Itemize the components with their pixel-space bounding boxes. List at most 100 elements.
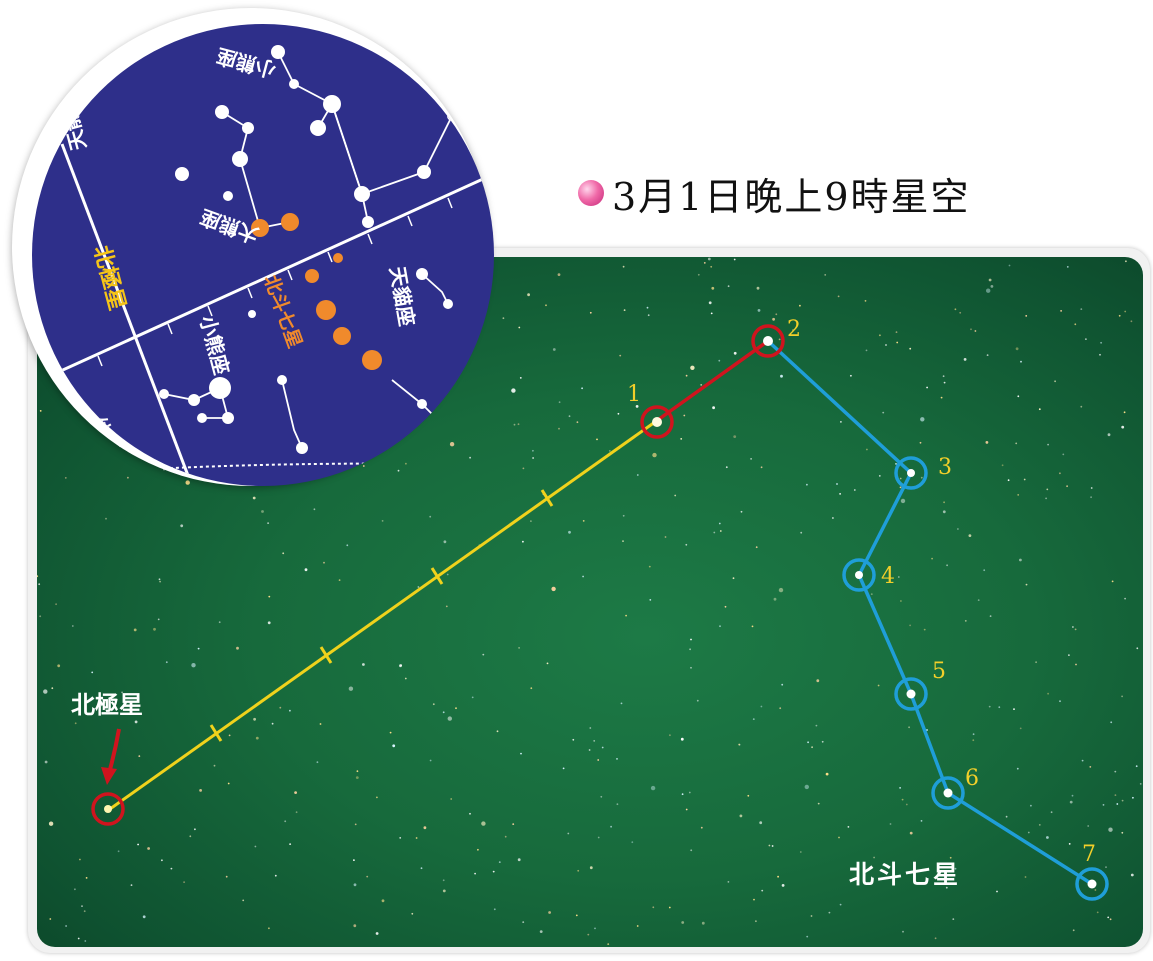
background-star	[284, 820, 287, 823]
background-star	[777, 875, 779, 878]
background-star	[48, 821, 54, 826]
background-star	[761, 889, 764, 892]
background-star	[1072, 929, 1075, 932]
background-star	[1099, 353, 1101, 356]
background-star	[194, 828, 196, 831]
background-star	[1008, 264, 1011, 267]
star	[289, 79, 299, 89]
tick	[97, 355, 103, 367]
background-star	[423, 826, 427, 830]
background-star	[773, 597, 777, 601]
background-star	[1121, 695, 1123, 698]
background-star	[943, 381, 946, 384]
background-star	[518, 647, 520, 649]
star	[362, 216, 374, 228]
background-star	[1050, 811, 1053, 814]
background-star	[539, 930, 543, 933]
tick-mark	[540, 489, 554, 507]
background-star	[920, 417, 925, 422]
background-star	[815, 724, 818, 727]
background-star	[799, 304, 801, 307]
background-star	[799, 851, 802, 853]
background-star	[943, 501, 945, 504]
background-star	[964, 620, 967, 622]
background-star	[289, 843, 291, 845]
background-star	[866, 448, 868, 451]
background-star	[804, 784, 809, 790]
star	[197, 413, 207, 423]
background-star	[572, 738, 575, 741]
background-star	[575, 914, 578, 917]
background-star	[617, 412, 620, 415]
background-star	[870, 593, 873, 595]
tick-mark	[430, 567, 444, 585]
background-star	[810, 915, 813, 917]
inset-label-big-dipper: 北斗七星	[259, 272, 306, 351]
background-star	[189, 835, 192, 838]
background-star	[733, 435, 737, 438]
background-star	[1074, 628, 1077, 631]
star-4	[855, 571, 863, 579]
background-star	[1027, 831, 1030, 834]
background-star	[376, 796, 378, 799]
background-star	[271, 722, 274, 725]
background-star	[432, 703, 435, 706]
background-star	[847, 826, 850, 828]
background-star	[504, 835, 507, 838]
background-star	[806, 483, 808, 486]
background-star	[607, 943, 610, 945]
background-star	[443, 540, 447, 544]
background-star	[242, 899, 245, 902]
background-star	[1114, 770, 1117, 773]
background-star	[1007, 479, 1010, 482]
background-star	[236, 646, 239, 650]
dipper-star	[281, 213, 299, 231]
background-star	[593, 740, 596, 742]
background-star	[920, 476, 923, 479]
background-star	[1038, 824, 1041, 826]
background-star	[738, 743, 740, 746]
star-1	[652, 417, 662, 427]
background-star	[697, 273, 700, 276]
background-star	[800, 531, 803, 534]
background-star	[690, 849, 693, 852]
tick	[367, 233, 373, 245]
background-star	[1071, 794, 1074, 797]
background-star	[1047, 443, 1049, 446]
background-star	[952, 918, 955, 920]
background-star	[346, 544, 349, 547]
star	[222, 412, 234, 424]
background-star	[899, 486, 902, 489]
background-star	[1025, 315, 1028, 317]
background-star	[289, 709, 291, 712]
star	[417, 399, 427, 409]
background-star	[909, 831, 913, 835]
background-star	[44, 760, 48, 764]
background-star	[589, 866, 593, 870]
background-star	[954, 308, 957, 311]
background-star	[1123, 411, 1126, 414]
background-star	[589, 727, 592, 729]
background-star	[1130, 873, 1134, 877]
background-star	[901, 798, 904, 801]
background-star	[710, 312, 713, 315]
background-star	[375, 932, 379, 935]
background-star	[1075, 663, 1077, 666]
star	[277, 375, 287, 385]
inset-label-ursa-major: 大熊座	[197, 205, 262, 248]
dipper-line	[766, 339, 1093, 886]
dipper-star	[251, 219, 269, 237]
background-star	[74, 722, 77, 725]
background-star	[1121, 425, 1125, 429]
background-star	[977, 599, 980, 601]
background-star	[1139, 783, 1142, 785]
background-star	[1001, 464, 1004, 467]
background-star	[747, 794, 750, 797]
background-star	[1016, 767, 1019, 770]
background-star	[338, 579, 341, 581]
background-star	[1060, 310, 1062, 312]
background-star	[781, 884, 785, 887]
background-star	[313, 508, 316, 511]
background-star	[635, 405, 639, 408]
background-star	[724, 605, 727, 608]
